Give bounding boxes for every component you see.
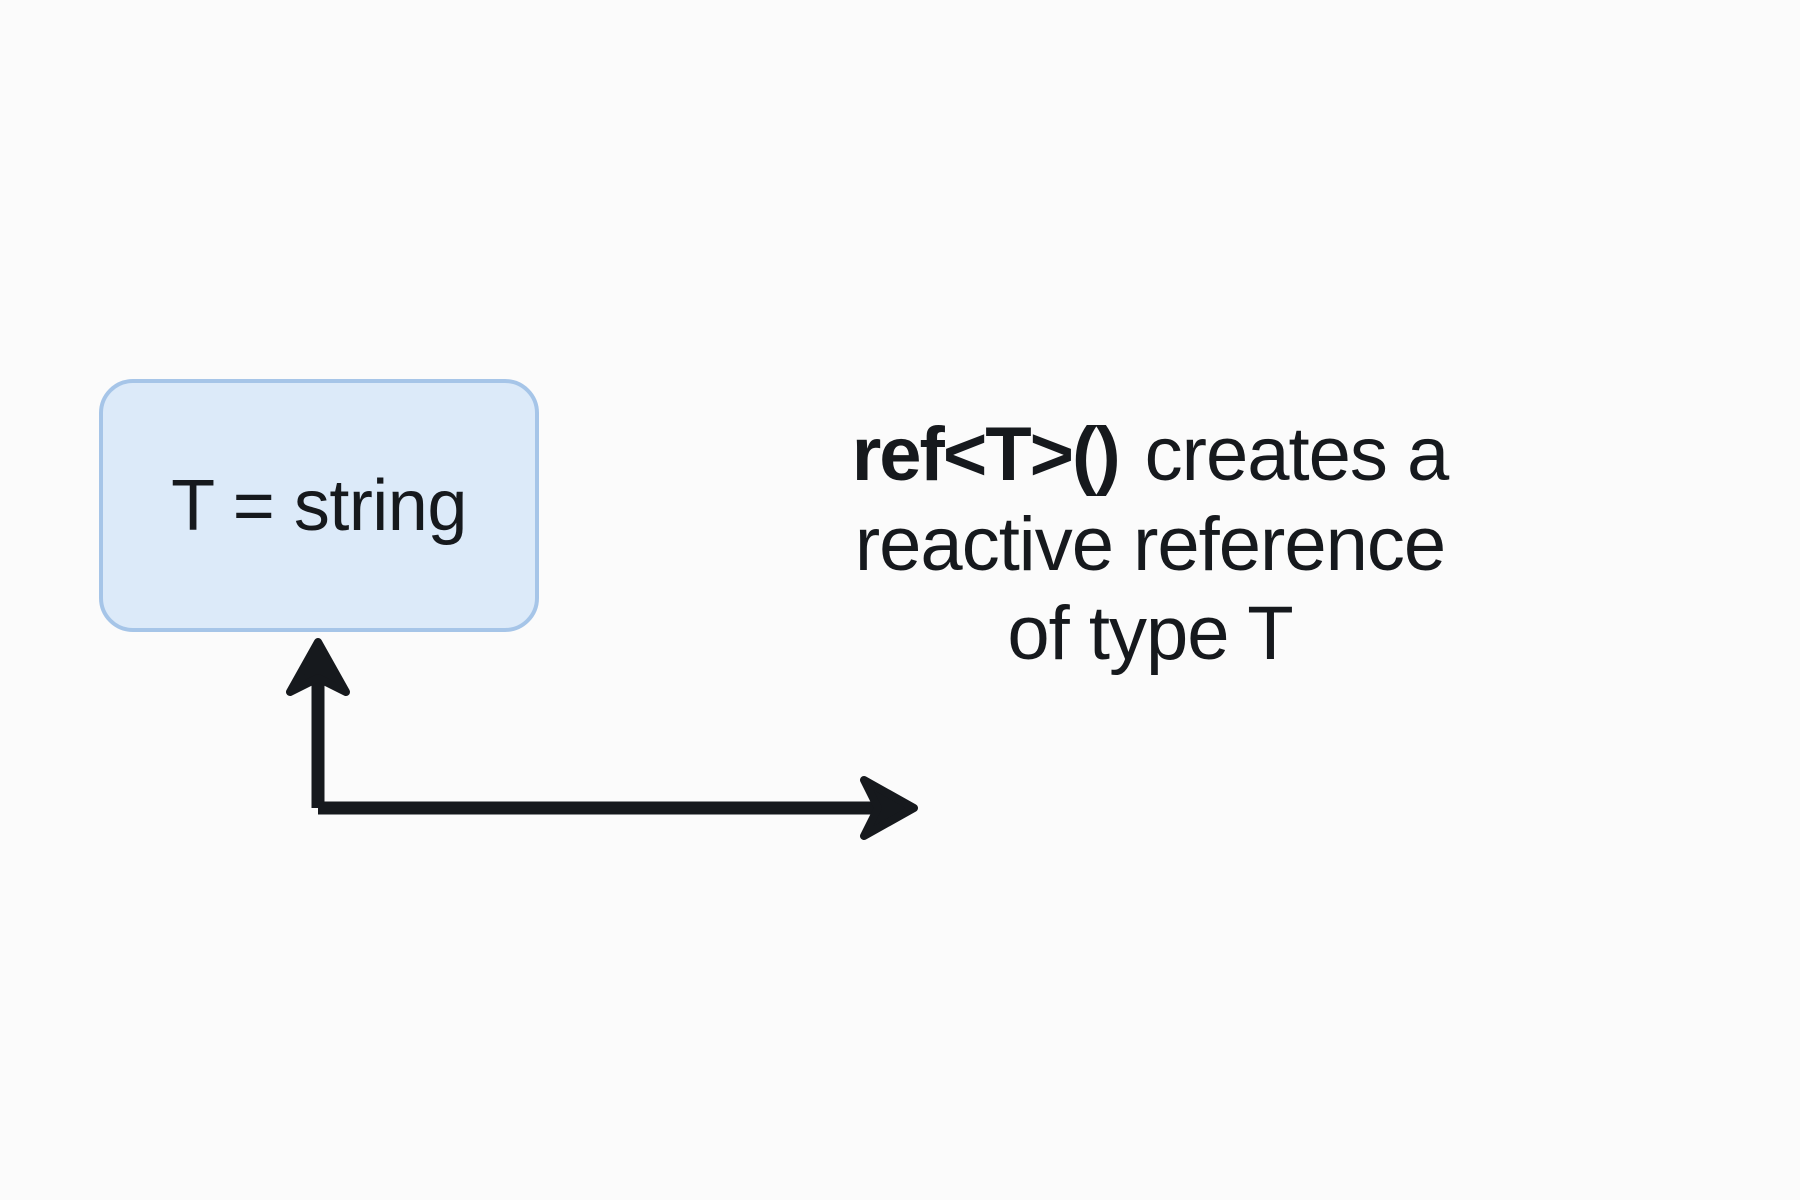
description-line-1: creates a	[1144, 412, 1450, 497]
description-text: ref<T>() creates a reactive reference of …	[690, 410, 1610, 679]
elbow-arrow-icon	[286, 638, 918, 840]
arrowhead-up-icon	[286, 638, 350, 696]
type-annotation-label: T = string	[171, 465, 467, 546]
type-annotation-box: T = string	[99, 379, 539, 632]
code-token-ref: ref<T>()	[851, 412, 1121, 497]
description-line-2: reactive reference	[854, 501, 1446, 587]
description-line-3: of type T	[1007, 591, 1293, 677]
arrowhead-right-icon	[860, 776, 918, 840]
